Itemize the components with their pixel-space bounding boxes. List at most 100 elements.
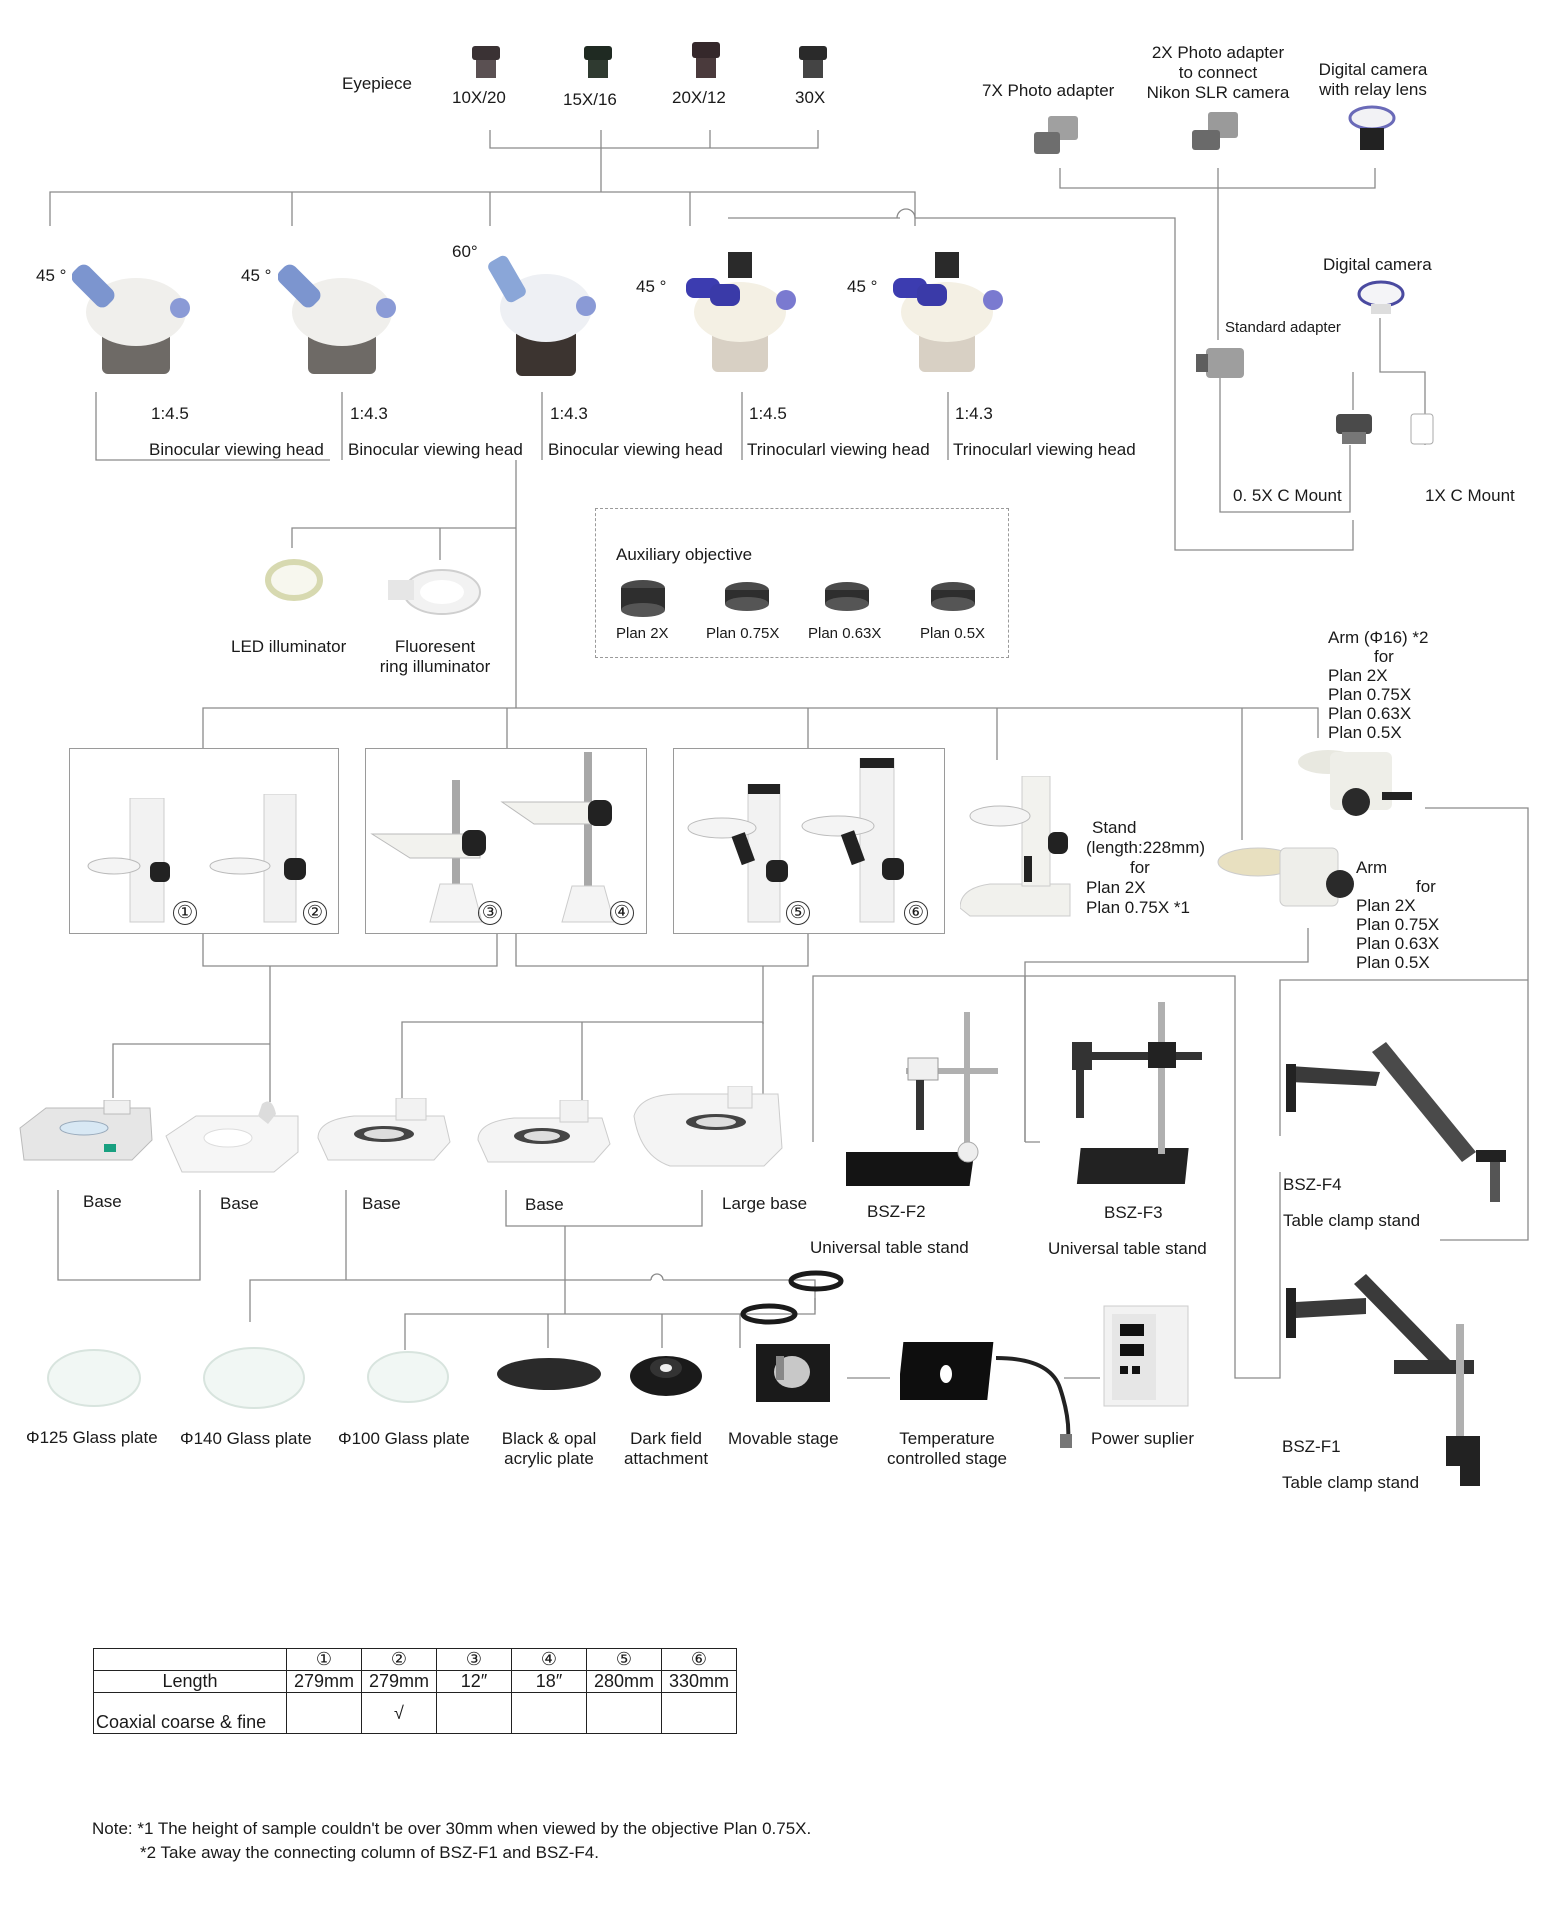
bsz-f2-name: Universal table stand [810, 1238, 969, 1257]
c-mount-1x-icon [1410, 413, 1434, 445]
pillar-6-icon [801, 758, 904, 923]
eyepiece-label: Eyepiece [342, 74, 412, 93]
head-name: Binocular viewing head [149, 440, 324, 459]
acrylic-plate-icon [497, 1358, 601, 1390]
base-3-icon [317, 1098, 451, 1161]
bsz-f3-name: Universal table stand [1048, 1239, 1207, 1258]
glass-140-icon [203, 1347, 305, 1409]
table-header: ④ [511, 1648, 587, 1671]
fluorescent-ring-icon [388, 569, 481, 615]
table-cell [586, 1692, 662, 1734]
led-illuminator-label: LED illuminator [231, 637, 347, 656]
power-supplier-icon [1103, 1305, 1189, 1407]
head-angle: 45 ° [36, 266, 67, 285]
pillar-1-icon [87, 798, 170, 923]
bsz-f4-icon [1286, 1042, 1506, 1202]
head-angle: 45 ° [847, 277, 878, 296]
pillar-spec-table: ① ② ③ ④ ⑤ ⑥ Length 279mm 279mm 12″ 18″ 2… [93, 1648, 737, 1734]
plan-2x-icon [621, 580, 665, 617]
bsz-f4-name: Table clamp stand [1283, 1211, 1421, 1230]
binocular-head-3-icon [488, 255, 596, 376]
table-cell: 279mm [286, 1670, 362, 1693]
photo-adapter-2x-icon [1192, 112, 1238, 150]
table-row-label: Coaxial coarse & fine [93, 1692, 287, 1734]
dark-field-icon [630, 1356, 702, 1396]
bsz-f3-icon [1072, 1002, 1202, 1184]
table-row: Length 279mm 279mm 12″ 18″ 280mm 330mm [93, 1670, 737, 1693]
glass-125-icon [47, 1349, 141, 1407]
glass-140-label: Φ140 Glass plate [180, 1429, 312, 1448]
trinocular-head-2-icon [893, 252, 1003, 372]
photo-adapter-7x-label: 7X Photo adapter [982, 81, 1115, 100]
pillar-3-icon [370, 780, 486, 923]
note-2: *2 Take away the connecting column of BS… [140, 1843, 599, 1862]
pillar-number: ③ [478, 901, 502, 925]
plan-075x-icon [725, 582, 769, 611]
auxiliary-item: Plan 0.5X [920, 625, 986, 642]
base-label: Large base [722, 1194, 808, 1213]
pillar-number: ① [173, 901, 197, 925]
arm-label: Arm for Plan 2X Plan 0.75X Plan 0.63X Pl… [1356, 858, 1440, 972]
large-base-icon [633, 1086, 783, 1167]
arm-icon [1217, 847, 1354, 907]
table-header: ① [286, 1648, 362, 1671]
table-cell: 12″ [436, 1670, 512, 1693]
eyepiece-10x-icon [472, 46, 500, 78]
bsz-f3-code: BSZ-F3 [1104, 1203, 1163, 1222]
bsz-f4-code: BSZ-F4 [1283, 1175, 1342, 1194]
c-mount-05x-label: 0. 5X C Mount [1233, 486, 1342, 505]
auxiliary-objective-title: Auxiliary objective [616, 545, 753, 564]
c-mount-1x-label: 1X C Mount [1425, 486, 1515, 505]
temperature-stage-icon [900, 1342, 1072, 1448]
movable-stage-icon [756, 1344, 830, 1402]
auxiliary-item: Plan 0.63X [808, 625, 882, 642]
table-header: ⑥ [661, 1648, 737, 1671]
bsz-f1-icon [1286, 1274, 1480, 1486]
base-label: Base [220, 1194, 259, 1213]
binocular-head-2-icon [278, 264, 396, 374]
table-row-label: Length [93, 1670, 287, 1693]
standard-adapter-icon [1196, 348, 1244, 378]
bsz-f2-code: BSZ-F2 [867, 1202, 926, 1221]
led-illuminator-icon [265, 559, 323, 601]
base-label: Base [362, 1194, 401, 1213]
pillar-number: ⑥ [904, 901, 928, 925]
eyepiece-item: 20X/12 [672, 88, 726, 107]
auxiliary-item: Plan 2X [616, 625, 669, 642]
table-cell: 279mm [361, 1670, 437, 1693]
head-ratio: 1:4.3 [550, 404, 588, 423]
head-ratio: 1:4.5 [749, 404, 787, 423]
glass-100-icon [367, 1351, 449, 1403]
head-angle: 45 ° [241, 266, 272, 285]
digital-camera-label: Digital camera [1323, 255, 1432, 274]
plan-05x-icon [931, 582, 975, 611]
stand-228-label: Stand (length:228mm) for Plan 2X Plan 0.… [1086, 818, 1206, 917]
head-ratio: 1:4.3 [955, 404, 993, 423]
eyepiece-15x-icon [584, 46, 612, 78]
table-cell [93, 1648, 287, 1671]
note-1: Note: *1 The height of sample couldn't b… [92, 1819, 812, 1838]
power-supplier-label: Power suplier [1091, 1429, 1194, 1448]
table-cell [661, 1692, 737, 1734]
table-cell [286, 1692, 362, 1734]
ring-upper-icon [788, 1270, 844, 1292]
photo-adapter-7x-icon [1034, 116, 1078, 154]
glass-100-label: Φ100 Glass plate [338, 1429, 470, 1448]
table-cell: 280mm [586, 1670, 662, 1693]
table-row: Coaxial coarse & fine √ [93, 1692, 737, 1734]
c-mount-05x-icon [1336, 414, 1372, 444]
table-cell: 18″ [511, 1670, 587, 1693]
base-4-icon [477, 1100, 611, 1163]
trinocular-head-1-icon [686, 252, 796, 372]
stand-228-icon [960, 776, 1071, 917]
base-label: Base [83, 1192, 122, 1211]
base-2-icon [165, 1101, 299, 1173]
head-ratio: 1:4.5 [151, 404, 189, 423]
arm16-label: Arm (Φ16) *2 for Plan 2X Plan 0.75X Plan… [1328, 628, 1429, 742]
auxiliary-objective-panel [595, 508, 1009, 658]
standard-adapter-label: Standard adapter [1225, 319, 1341, 336]
